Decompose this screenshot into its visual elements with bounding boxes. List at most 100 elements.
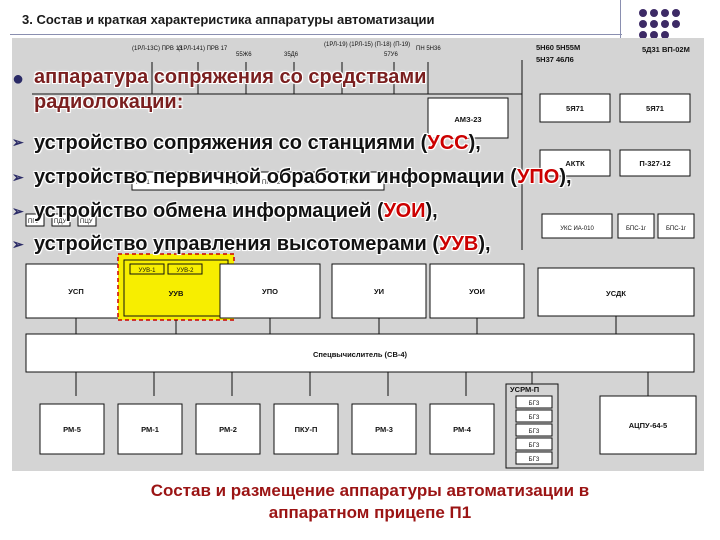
diagram-top-label: (1РЛ-19) (1РЛ-15) (П-18) (П-19) [324, 42, 410, 48]
block-uks [541, 213, 613, 239]
diagram-sub-label: ППС-1 [220, 180, 239, 186]
diagram-sub-label: ППС-2 [262, 180, 281, 186]
block-rm-label: ПКУ-П [295, 425, 318, 434]
bus-lines [75, 316, 649, 396]
block-p327 [619, 149, 691, 177]
overlay-item-text: устройство первичной обработки информаци… [34, 166, 517, 188]
block-cv4 [25, 333, 695, 373]
block-rm-label: РМ-5 [63, 425, 81, 434]
block-bps-b [657, 213, 695, 239]
block-uuv-2-label: УУВ-2 [177, 268, 195, 274]
overlay-heading-line1: аппаратура сопряжения со средствами [34, 66, 427, 88]
diagram-top-label: (1РЛ-13С) ПРВ 13 [132, 46, 183, 52]
arrow-bullet-icon: ➢ [12, 134, 24, 150]
block-ui [331, 263, 427, 319]
diagram-sub-label: ППС-3 [304, 180, 323, 186]
caption-line2: аппаратном прицепе П1 [268, 503, 472, 522]
overlay-item-text: устройство управления высотомерами ( [34, 233, 439, 255]
block-aktk [539, 149, 611, 177]
overlay-item: устройство обмена информацией (УОИ), [34, 200, 438, 223]
arrow-bullet-icon: ➢ [12, 169, 24, 185]
block-rm-label: РМ-1 [141, 425, 159, 434]
block-5ya71-b-label: 5Я71 [646, 104, 664, 113]
block-uuv-1 [129, 263, 165, 275]
block-ui-label: УИ [374, 287, 384, 296]
vertical-divider [620, 0, 621, 40]
block-rm [351, 403, 417, 455]
block-rm [429, 403, 495, 455]
block-p327-label: П-327-12 [639, 159, 670, 168]
block-bgz [515, 437, 553, 451]
overlay-item-tail: ), [559, 166, 572, 188]
overlay-item-text: устройство обмена информацией ( [34, 200, 384, 222]
block-pcu-label: ПЦУ [80, 219, 93, 225]
block-pgu [25, 213, 45, 227]
block-rm-label: РМ-4 [453, 425, 472, 434]
block-rm [117, 403, 183, 455]
diagram-top-label: ПН 5Н36 [416, 46, 441, 52]
block-uoi [429, 263, 525, 319]
block-upo-label: УПО [262, 287, 278, 296]
overlay-item: устройство сопряжения со станциями (УСС)… [34, 132, 481, 155]
overlay-item-tail: ), [478, 233, 491, 255]
block-rm [39, 403, 105, 455]
block-bps-a [617, 213, 655, 239]
block-acpu-label: АЦПУ-64-5 [629, 421, 667, 430]
diagram-top-label: 57У6 [384, 52, 398, 58]
overlay-heading-line2: радиолокации: [34, 91, 184, 113]
round-bullet-icon: ● [12, 68, 25, 90]
block-5ya71-a [539, 93, 611, 123]
block-pdu-label: ПДУ [54, 219, 66, 225]
block-bgz-label: БГЗ [529, 457, 540, 463]
block-amz [427, 97, 509, 139]
block-usrm-label: УСРМ-П [510, 385, 539, 394]
block-pcu [77, 213, 97, 227]
overlay-item-acronym: УСС [427, 132, 469, 154]
block-bgz [515, 451, 553, 465]
block-bps-a-label: БПС-1г [626, 226, 647, 232]
slide-title: 3. Состав и краткая характеристика аппар… [22, 12, 435, 27]
arrow-bullet-icon: ➢ [12, 203, 24, 219]
diagram-top-label: (1РЛ-141) ПРВ 17 [178, 46, 228, 52]
block-5ya71-a-label: 5Я71 [566, 104, 584, 113]
decorative-dots-icon [639, 9, 680, 38]
block-bgz [515, 395, 553, 409]
block-uuv-label: УУВ [169, 289, 184, 298]
overlay-item-acronym: УУВ [439, 233, 479, 255]
overlay-item-tail: ), [425, 200, 438, 222]
diagram-top-label: 55Ж6 [236, 52, 252, 58]
block-bps-b-label: БПС-1г [666, 226, 687, 232]
caption-line1: Состав и размещение аппаратуры автоматиз… [150, 481, 590, 500]
block-aktk-label: АКТК [565, 159, 585, 168]
block-cv4-label: Спецвычислитель (СВ-4) [313, 350, 408, 359]
block-5ya71-b [619, 93, 691, 123]
block-upo [219, 263, 321, 319]
figure-caption: Состав и размещение аппаратуры автоматиз… [60, 480, 680, 524]
overlay-item-text: устройство сопряжения со станциями ( [34, 132, 428, 154]
diagram-top-label: 35Д6 [284, 52, 299, 58]
title-divider [10, 34, 622, 35]
block-usp [25, 263, 127, 319]
equipment-scheme: (1РЛ-13С) ПРВ 13 (1РЛ-141) ПРВ 17 55Ж6 3… [25, 42, 697, 469]
block-usp-label: УСП [68, 287, 83, 296]
block-bgz [515, 423, 553, 437]
block-amz-label: АМЗ-23 [454, 115, 481, 124]
block-rm-label: РМ-2 [219, 425, 237, 434]
block-pv-pps-row [131, 171, 385, 191]
block-uuv-1-label: УУВ-1 [139, 268, 157, 274]
block-usdk-label: УСДК [606, 289, 626, 298]
diagram-top-right-label: 5Д31 ВП-02М [642, 45, 690, 54]
overlay-item: устройство первичной обработки информаци… [34, 166, 572, 189]
diagram-sub-label: ППС-4 [346, 180, 365, 186]
overlay-item-acronym: УПО [516, 166, 560, 188]
block-bgz-label: БГЗ [529, 429, 540, 435]
arrow-bullet-icon: ➢ [12, 236, 24, 252]
block-uuv-2 [167, 263, 203, 275]
top-connector-lines [32, 60, 523, 250]
block-rm [273, 403, 339, 455]
diagram-top-right-label: 5Н60 5Н55М [536, 43, 580, 52]
block-usrm [505, 383, 559, 469]
overlay-item-acronym: УОИ [383, 200, 426, 222]
overlay-item: устройство управления высотомерами (УУВ)… [34, 233, 491, 256]
block-usdk [537, 267, 695, 317]
